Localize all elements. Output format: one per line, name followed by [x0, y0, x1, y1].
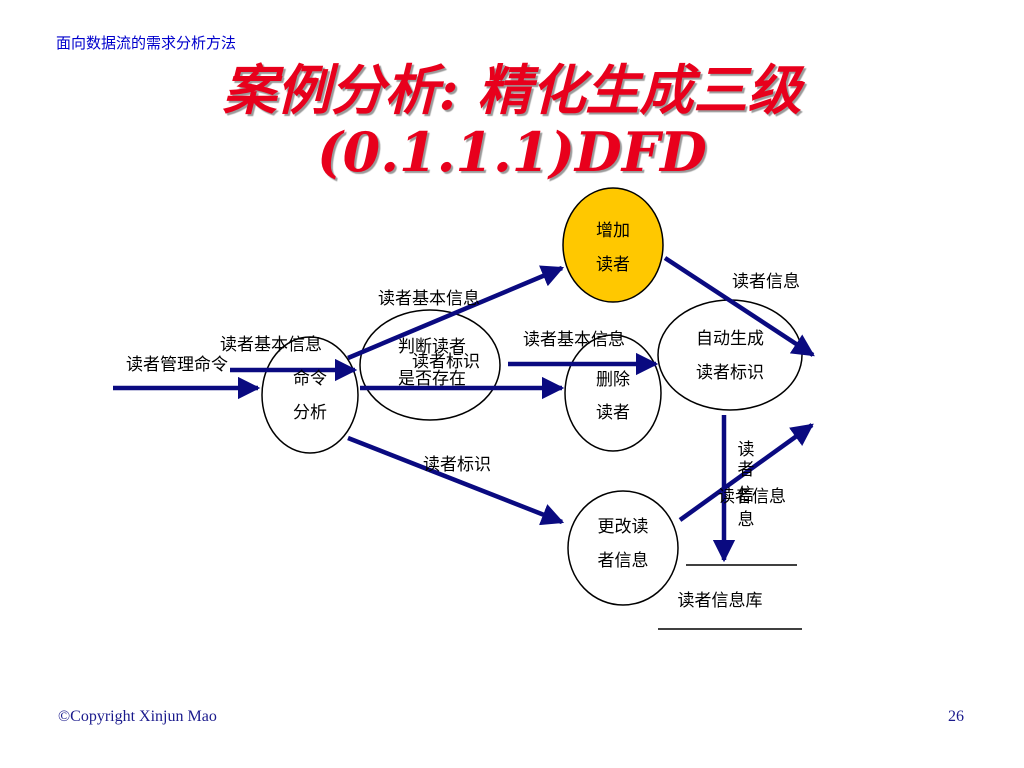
flow-label-vertical-4: 息	[738, 510, 755, 530]
flow-arrow-add-auto	[663, 256, 815, 357]
process-label-add-2: 读者	[596, 255, 630, 275]
flow-label-vertical-2: 者	[738, 460, 755, 480]
copyright-footer: ©Copyright Xinjun Mao	[58, 708, 217, 725]
flow-label-vertical-1: 读	[738, 440, 755, 460]
page-number: 26	[948, 708, 964, 725]
process-add-reader[interactable]	[562, 187, 664, 303]
flow-label-input: 读者管理命令	[126, 355, 228, 375]
flow-label-modify-up: 读者信息	[718, 487, 786, 507]
process-label-command-1: 命令	[293, 369, 327, 389]
flow-label-cmd-modify: 读者标识	[423, 455, 491, 475]
flow-label-vertical-3: 信	[738, 485, 755, 505]
process-modify-reader-info	[567, 490, 679, 606]
slide-title-line1: 案例分析: 精化生成三级	[222, 58, 802, 122]
process-label-auto-2: 读者标识	[696, 363, 764, 383]
flow-label-delete-auto: 读者基本信息	[523, 330, 625, 350]
flow-arrow-cmd-modify	[347, 435, 565, 526]
process-label-add-1: 增加	[596, 221, 630, 241]
process-label-modify-1: 更改读	[598, 517, 649, 537]
process-auto-generate-id	[657, 299, 803, 411]
flow-label-add-auto: 读者信息	[732, 272, 800, 292]
datastore-label: 读者信息库	[678, 591, 763, 611]
process-command-analysis	[261, 336, 359, 454]
flow-label-judge-add: 读者基本信息	[378, 289, 480, 309]
section-header: 面向数据流的需求分析方法	[56, 34, 237, 52]
process-label-auto-1: 自动生成	[696, 329, 764, 349]
process-label-judge-2: 是否存在	[398, 369, 466, 389]
flow-label-judge-delete: 读者标识	[412, 352, 480, 372]
process-label-command-2: 分析	[293, 403, 327, 423]
flow-label-cmd-judge: 读者基本信息	[220, 335, 322, 355]
process-label-judge-1: 判断读者	[398, 337, 466, 357]
process-delete-reader	[564, 334, 662, 452]
process-label-delete-2: 读者	[596, 403, 630, 423]
flow-arrow-judge-add	[347, 265, 565, 361]
flow-arrow-modify-up	[678, 423, 814, 522]
process-label-modify-2: 者信息	[598, 551, 649, 571]
process-label-delete-1: 删除	[596, 370, 630, 390]
slide-title-line2: (0.1.1.1)DFD	[317, 120, 707, 184]
